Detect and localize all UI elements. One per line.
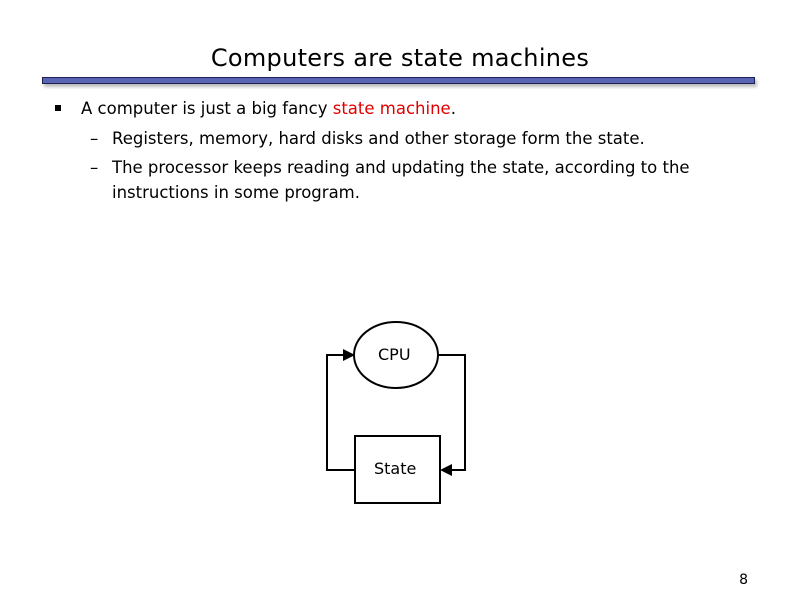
cpu-label: CPU	[378, 345, 411, 364]
slide-title: Computers are state machines	[210, 44, 590, 72]
bullet-text: A computer is just a big fancy	[81, 99, 333, 118]
bullet-main: A computer is just a big fancy state mac…	[81, 99, 456, 118]
state-node	[354, 435, 441, 504]
state-label: State	[374, 459, 417, 478]
bullet-end: .	[450, 99, 456, 118]
arrow-state-to-cpu	[326, 349, 355, 471]
title-rule	[42, 77, 755, 84]
bullet-marker	[55, 105, 61, 111]
dash-marker: –	[90, 129, 99, 148]
page-number: 8	[739, 572, 748, 588]
sub-bullet-1: –Registers, memory, hard disks and other…	[90, 126, 752, 151]
arrow-cpu-to-state	[438, 354, 466, 476]
dash-marker: –	[90, 158, 99, 177]
sub-bullet-text: Registers, memory, hard disks and other …	[112, 129, 645, 148]
sub-bullet-text: The processor keeps reading and updating…	[112, 158, 690, 202]
bullet-highlight: state machine	[332, 99, 451, 118]
sub-bullet-2: –The processor keeps reading and updatin…	[90, 155, 752, 205]
